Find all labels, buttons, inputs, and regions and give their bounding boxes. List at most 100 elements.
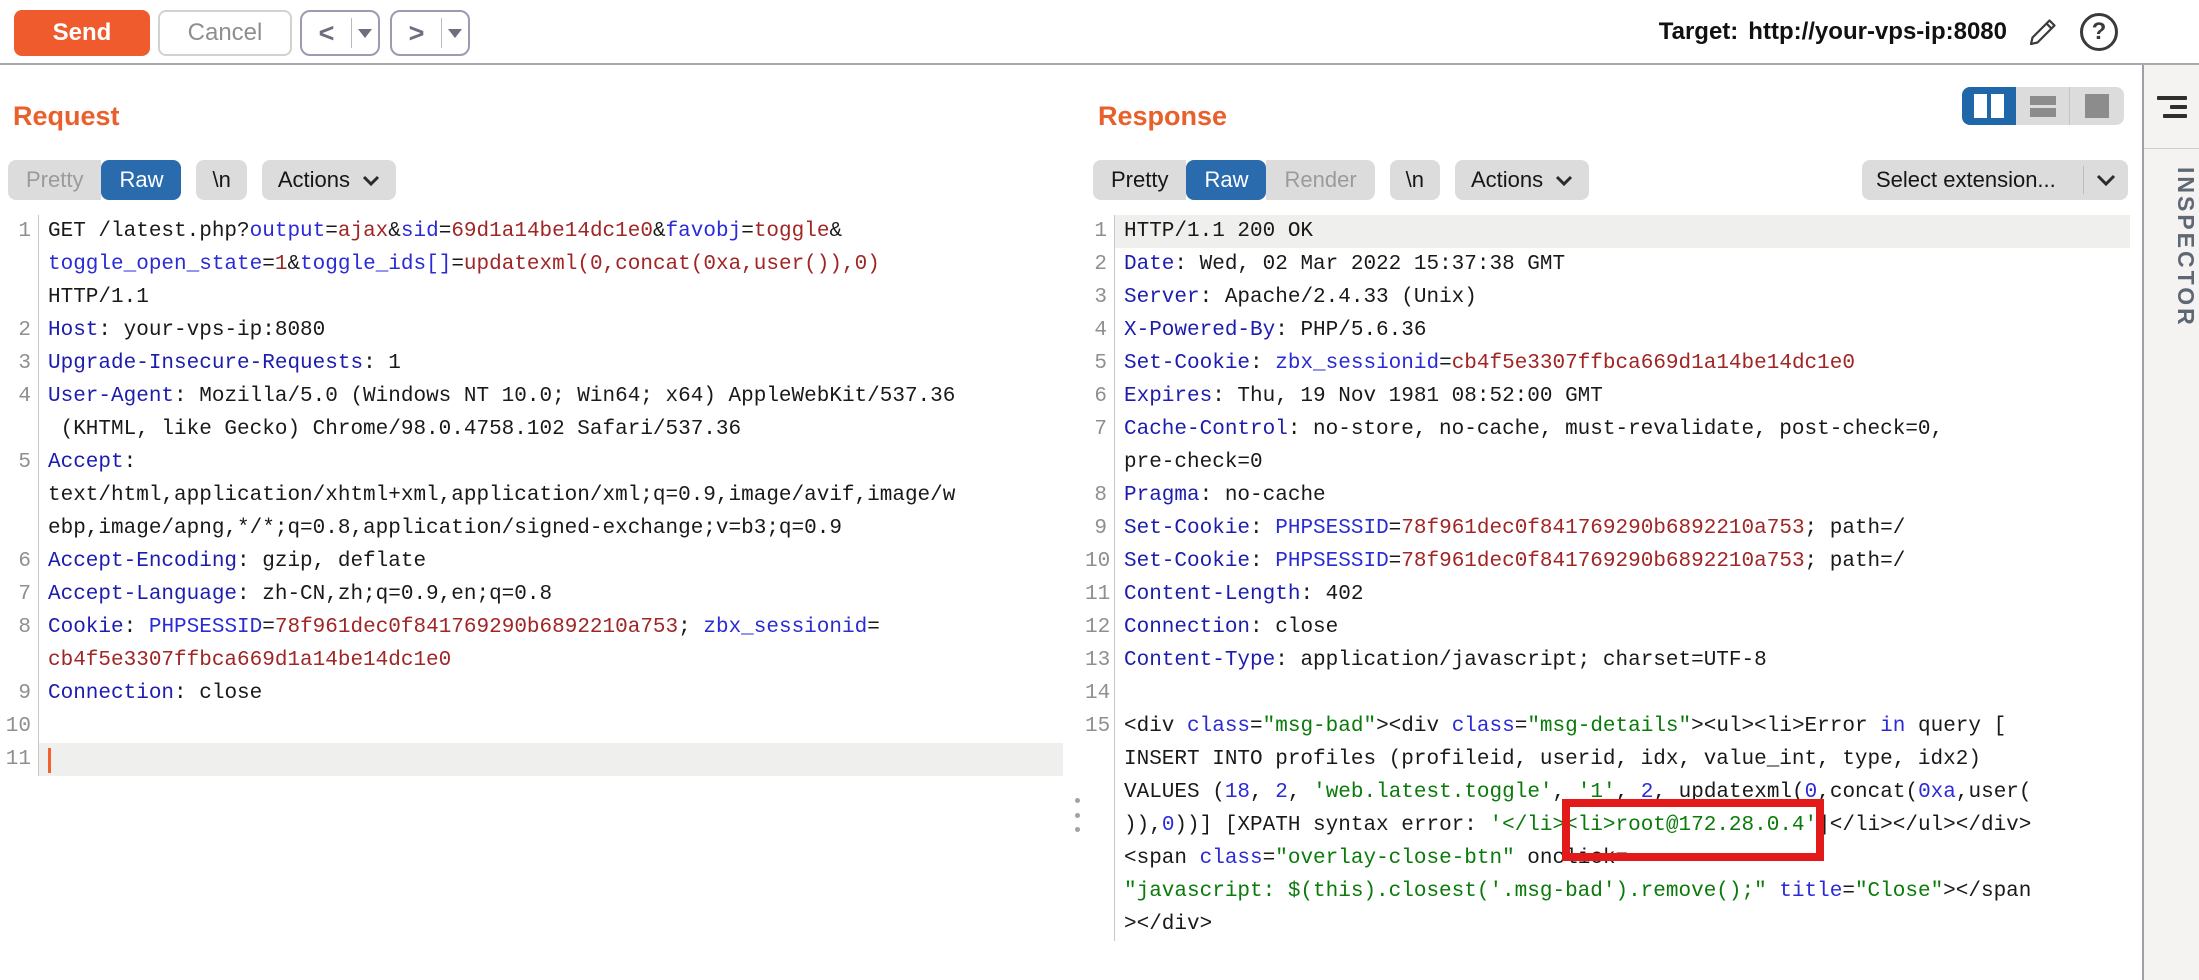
code-line[interactable]: Cookie: PHPSESSID=78f961dec0f841769290b6… [39,611,1063,644]
history-back-dropdown[interactable] [352,28,378,38]
code-row[interactable]: 15<div class="msg-bad"><div class="msg-d… [1085,710,2130,743]
code-line[interactable]: Set-Cookie: PHPSESSID=78f961dec0f8417692… [1115,512,2130,545]
code-line[interactable]: INSERT INTO profiles (profileid, userid,… [1115,743,2130,776]
code-row[interactable]: 10 [0,710,1063,743]
code-row[interactable]: <span class="overlay-close-btn" onclick= [1085,842,2130,875]
history-back-button[interactable]: < [300,10,380,56]
cancel-button[interactable]: Cancel [158,10,292,56]
code-line[interactable]: Server: Apache/2.4.33 (Unix) [1115,281,2130,314]
code-row[interactable]: INSERT INTO profiles (profileid, userid,… [1085,743,2130,776]
code-row[interactable]: cb4f5e3307ffbca669d1a14be14dc1e0 [0,644,1063,677]
tab-pretty[interactable]: Pretty [1093,160,1187,200]
code-row[interactable]: VALUES (18, 2, 'web.latest.toggle', '1',… [1085,776,2130,809]
newline-toggle-button[interactable]: \n [1389,160,1440,200]
actions-menu-button[interactable]: Actions [1455,160,1590,200]
code-row[interactable]: toggle_open_state=1&toggle_ids[]=updatex… [0,248,1063,281]
history-forward-dropdown[interactable] [442,28,468,38]
help-button[interactable]: ? [2079,12,2119,52]
code-row[interactable]: )),0))] [XPATH syntax error: '</li><li>r… [1085,809,2130,842]
code-line[interactable]: cb4f5e3307ffbca669d1a14be14dc1e0 [39,644,1063,677]
code-line[interactable]: (KHTML, like Gecko) Chrome/98.0.4758.102… [39,413,1063,446]
code-row[interactable]: HTTP/1.1 [0,281,1063,314]
code-line[interactable]: Accept-Encoding: gzip, deflate [39,545,1063,578]
layout-single-button[interactable] [2070,87,2124,125]
code-line[interactable]: Accept: [39,446,1063,479]
tab-raw[interactable]: Raw [1186,160,1267,200]
code-line[interactable]: toggle_open_state=1&toggle_ids[]=updatex… [39,248,1063,281]
code-line[interactable]: Accept-Language: zh-CN,zh;q=0.9,en;q=0.8 [39,578,1063,611]
panel-splitter-handle[interactable] [1071,798,1083,832]
code-line[interactable]: HTTP/1.1 200 OK [1115,215,2130,248]
code-line[interactable]: User-Agent: Mozilla/5.0 (Windows NT 10.0… [39,380,1063,413]
code-line[interactable]: )),0))] [XPATH syntax error: '</li><li>r… [1115,809,2130,842]
inspector-label[interactable]: INSPECTOR [2173,167,2199,328]
code-line[interactable]: Connection: close [39,677,1063,710]
tab-render[interactable]: Render [1266,160,1375,200]
newline-toggle-button[interactable]: \n [196,160,247,200]
code-line[interactable]: Upgrade-Insecure-Requests: 1 [39,347,1063,380]
tab-raw[interactable]: Raw [101,160,182,200]
code-row[interactable]: pre-check=0 [1085,446,2130,479]
code-line[interactable]: text/html,application/xhtml+xml,applicat… [39,479,1063,512]
code-line[interactable]: Expires: Thu, 19 Nov 1981 08:52:00 GMT [1115,380,2130,413]
layout-rows-button[interactable] [2016,87,2070,125]
code-line[interactable]: Set-Cookie: PHPSESSID=78f961dec0f8417692… [1115,545,2130,578]
code-line[interactable]: Cache-Control: no-store, no-cache, must-… [1115,413,2130,446]
inspector-toggle-button[interactable] [2144,65,2199,148]
code-row[interactable]: "javascript: $(this).closest('.msg-bad')… [1085,875,2130,908]
code-row[interactable]: ebp,image/apng,*/*;q=0.8,application/sig… [0,512,1063,545]
code-row[interactable]: 11 [0,743,1063,776]
layout-columns-button[interactable] [1962,87,2016,125]
code-row[interactable]: text/html,application/xhtml+xml,applicat… [0,479,1063,512]
code-line[interactable]: Pragma: no-cache [1115,479,2130,512]
code-row[interactable]: (KHTML, like Gecko) Chrome/98.0.4758.102… [0,413,1063,446]
code-line[interactable]: ebp,image/apng,*/*;q=0.8,application/sig… [39,512,1063,545]
code-line[interactable]: Content-Length: 402 [1115,578,2130,611]
send-button[interactable]: Send [14,10,150,56]
code-line[interactable]: VALUES (18, 2, 'web.latest.toggle', '1',… [1115,776,2130,809]
tab-pretty[interactable]: Pretty [8,160,102,200]
code-line[interactable]: HTTP/1.1 [39,281,1063,314]
code-line[interactable]: GET /latest.php?output=ajax&sid=69d1a14b… [39,215,1063,248]
code-line[interactable] [39,710,1063,743]
code-line[interactable]: <span class="overlay-close-btn" onclick= [1115,842,2130,875]
edit-target-button[interactable] [2023,12,2063,52]
code-line[interactable]: Content-Type: application/javascript; ch… [1115,644,2130,677]
code-line[interactable]: X-Powered-By: PHP/5.6.36 [1115,314,2130,347]
code-line[interactable]: ></div> [1115,908,2130,941]
select-extension-dropdown[interactable]: Select extension... [1862,160,2128,200]
code-line[interactable]: Date: Wed, 02 Mar 2022 15:37:38 GMT [1115,248,2130,281]
actions-menu-button[interactable]: Actions [261,160,396,200]
code-line[interactable]: <div class="msg-bad"><div class="msg-det… [1115,710,2130,743]
code-row[interactable]: 14 [1085,677,2130,710]
code-line[interactable]: "javascript: $(this).closest('.msg-bad')… [1115,875,2130,908]
code-line[interactable]: Connection: close [1115,611,2130,644]
code-row[interactable]: ></div> [1085,908,2130,941]
code-line[interactable] [1115,677,2130,710]
code-line[interactable]: Set-Cookie: zbx_sessionid=cb4f5e3307ffbc… [1115,347,2130,380]
code-line[interactable]: pre-check=0 [1115,446,2130,479]
history-forward-button[interactable]: > [390,10,470,56]
